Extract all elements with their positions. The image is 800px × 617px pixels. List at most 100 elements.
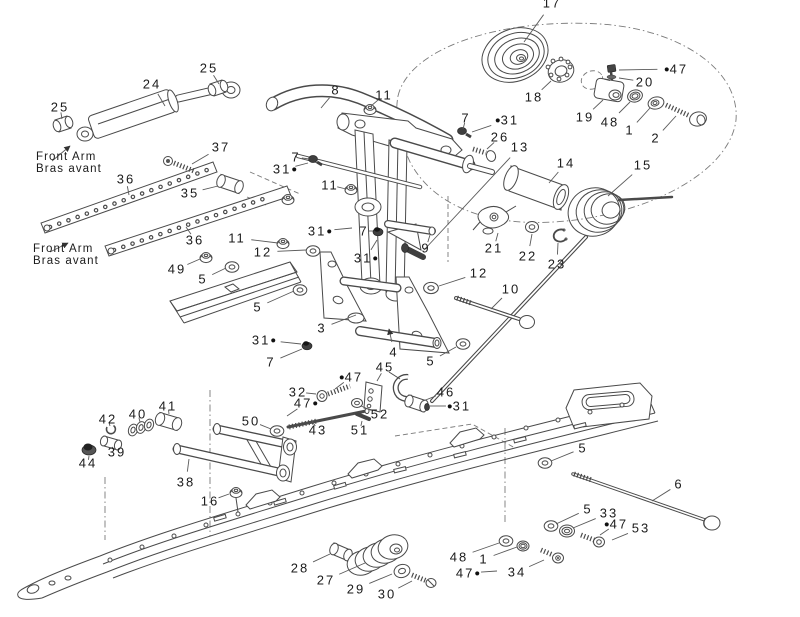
- callout-46: 46: [436, 384, 456, 400]
- callout-51: 51: [350, 422, 370, 438]
- callout-35: 35: [180, 185, 200, 201]
- callout-34: 34: [507, 564, 527, 580]
- callout-31: 31●: [251, 332, 277, 348]
- part-1-washer-top: [647, 96, 665, 110]
- callout-23: 23: [547, 256, 567, 272]
- callout-43: 43: [308, 422, 328, 438]
- callout-44: 44: [78, 455, 98, 471]
- callout-5: 5: [578, 440, 588, 456]
- callout-36: 36: [185, 232, 205, 248]
- part-30-bolt: [411, 572, 437, 588]
- part-22-washer: [525, 221, 539, 233]
- part-44-nut: [81, 443, 97, 456]
- part-18-bearing: [545, 56, 575, 83]
- part-51-pin: [355, 412, 371, 421]
- callout-4: 4: [389, 344, 399, 360]
- callout-28: 28: [290, 560, 310, 576]
- part-6-rod: [571, 471, 721, 531]
- callout-6: 6: [674, 476, 684, 492]
- callout-9: 9: [421, 240, 431, 256]
- callout-16: 16: [200, 493, 220, 509]
- callout-26: 26: [490, 129, 510, 145]
- part-38-rear-arm: [172, 423, 297, 483]
- callout-3: 3: [317, 320, 327, 336]
- callout-30: 30: [377, 586, 397, 602]
- part-35-bushing: [216, 173, 244, 195]
- callout-31: ●31: [494, 112, 520, 128]
- callout-18: 18: [524, 89, 544, 105]
- part-20-bolt: [606, 64, 617, 81]
- callout-17: 17: [542, 0, 562, 11]
- callout-31: 31●: [272, 161, 298, 177]
- callout-31: 31●: [353, 250, 379, 266]
- callout-15: 15: [633, 157, 653, 173]
- callout-40: 40: [128, 406, 148, 422]
- part-27-wheel-stack: [346, 534, 409, 576]
- part-16-nut: [229, 487, 243, 513]
- part-8-upper-arm: [265, 84, 454, 147]
- callout-37: 37: [211, 139, 231, 155]
- part-15-torsion-spring: [430, 187, 674, 403]
- callout-8: 8: [331, 82, 341, 98]
- callout-21: 21: [484, 240, 504, 256]
- callout-1: 1: [479, 551, 489, 567]
- callout-47: 47●: [293, 395, 319, 411]
- callout-19: 19: [575, 109, 595, 125]
- callout-7: 7: [359, 223, 369, 239]
- callout-33: 33: [599, 505, 619, 521]
- part-13-pin: [401, 243, 426, 260]
- callout-7: 7: [266, 354, 276, 370]
- callout-45: 45: [375, 359, 395, 375]
- callout-48: 48: [600, 114, 620, 130]
- callout-53: 53: [631, 520, 651, 536]
- part-48-washer-top: [627, 89, 643, 103]
- part-17-idler-wheel: [481, 27, 549, 83]
- callout-12: 12: [469, 265, 489, 281]
- part-26-bolt: [472, 146, 497, 162]
- callout-2: 2: [651, 130, 661, 146]
- callout-49: 49: [167, 261, 187, 277]
- part-19-hub: [593, 77, 625, 103]
- part-52-washer: [351, 398, 363, 408]
- callout-42: 42: [98, 411, 118, 427]
- part-41-bushing: [154, 411, 183, 432]
- callout-47: ●47: [338, 369, 364, 385]
- part-10-rod: [454, 295, 535, 329]
- part-40-springs: [127, 418, 155, 437]
- callout-41: 41: [158, 398, 178, 414]
- part-4-cross-tube: [355, 326, 442, 349]
- callout-14: 14: [556, 155, 576, 171]
- callout-38: 38: [176, 474, 196, 490]
- callout-5: 5: [583, 501, 593, 517]
- callout-7: 7: [461, 110, 471, 126]
- callout-50: 50: [241, 413, 261, 429]
- callout-11: 11: [375, 87, 393, 103]
- part-36-adjuster-strips: [40, 161, 292, 257]
- callout-11: 11: [321, 177, 339, 193]
- callout-11: 11: [228, 230, 246, 246]
- callout-36: 36: [116, 171, 136, 187]
- fasteners-bottom-right: [498, 457, 605, 564]
- callout-24: 24: [142, 76, 162, 92]
- callout-31: 31●: [307, 223, 333, 239]
- part-42-clip: [105, 424, 117, 435]
- callout-13: 13: [510, 139, 530, 155]
- callout-12: 12: [253, 244, 273, 260]
- callout-22: 22: [518, 248, 538, 264]
- callout-25: 25: [199, 60, 219, 76]
- callout-47: ●47: [663, 61, 689, 77]
- part-14-roller: [503, 165, 570, 211]
- callout-10: 10: [501, 281, 521, 297]
- callout-31: ●31: [446, 398, 472, 414]
- callout-48: 48: [449, 549, 469, 565]
- callout-29: 29: [346, 581, 366, 597]
- callout-20: 20: [635, 74, 655, 90]
- part-7-fasteners: [301, 127, 472, 351]
- callout-25: 25: [50, 99, 70, 115]
- part-3-rail: [169, 261, 302, 324]
- callout-32: 32: [288, 384, 308, 400]
